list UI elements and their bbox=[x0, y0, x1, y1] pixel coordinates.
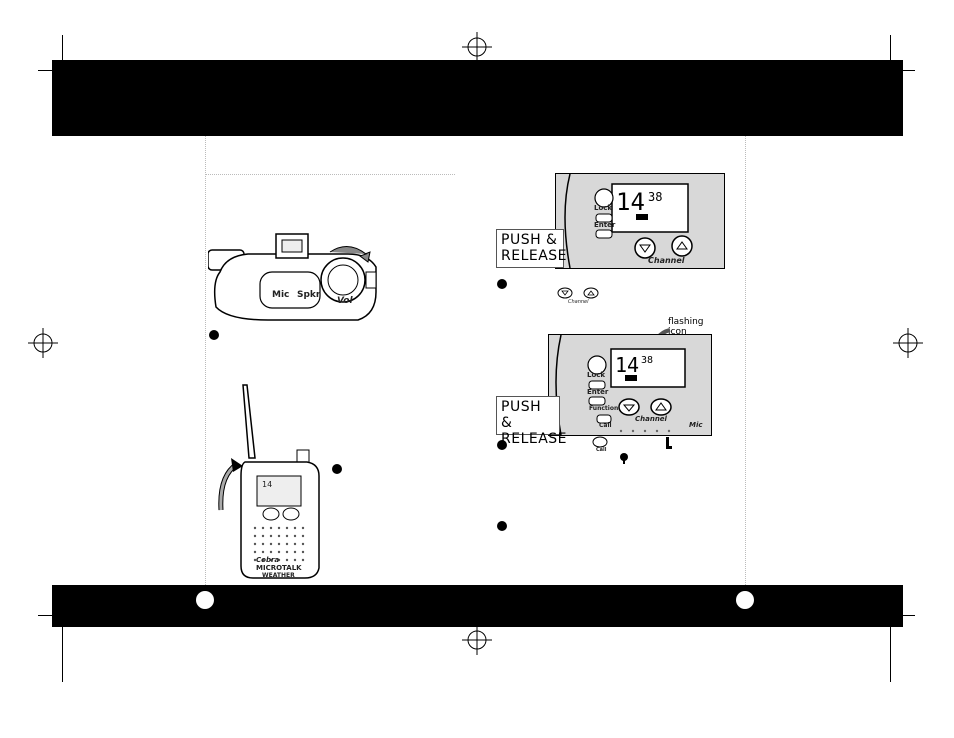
lcd-minute-digits: 38 bbox=[648, 190, 663, 204]
crop-mark bbox=[38, 615, 62, 616]
brand-cobra: Cobra bbox=[256, 556, 280, 564]
page-number-left bbox=[196, 591, 214, 609]
column-guide bbox=[205, 136, 206, 585]
flashing-icon-line-1: flashing bbox=[668, 317, 704, 327]
crop-mark bbox=[890, 35, 891, 73]
radio-lcd-panel-2: 14 38 Lock Enter Function Call Channel M… bbox=[548, 334, 712, 436]
channel-up-button-icon bbox=[583, 287, 599, 299]
channel-small-label: Channel bbox=[568, 299, 589, 305]
crop-mark bbox=[62, 622, 63, 682]
radio-top-view-illustration bbox=[208, 233, 377, 321]
registration-mark-icon bbox=[462, 32, 492, 62]
channel-down-button-icon bbox=[557, 287, 573, 299]
step-bullet bbox=[497, 440, 507, 450]
push-release-callout-2: PUSH & RELEASE bbox=[496, 396, 567, 447]
radio-front-view-illustration bbox=[218, 384, 320, 579]
channel-label: Channel bbox=[648, 256, 685, 265]
mic-label: Mic bbox=[272, 290, 290, 300]
callout-line-2: RELEASE bbox=[501, 431, 568, 447]
call-button-icon bbox=[592, 436, 608, 448]
registration-mark-icon bbox=[28, 328, 58, 358]
radio-closeup-illustration bbox=[564, 174, 693, 268]
page-number-right bbox=[736, 591, 754, 609]
step-bullet bbox=[209, 330, 219, 340]
enter-label: Enter bbox=[587, 388, 609, 396]
push-release-callout-1: PUSH & RELEASE bbox=[496, 229, 568, 268]
lock-label: Lock bbox=[594, 204, 613, 212]
callout-line-1: PUSH & bbox=[501, 232, 558, 248]
crop-mark bbox=[62, 35, 63, 73]
callout-line-2: RELEASE bbox=[501, 248, 568, 264]
radio-lcd-panel-1: 14 38 Lock Enter Channel bbox=[555, 173, 725, 269]
flashing-icon-line-2: icon bbox=[668, 327, 687, 337]
vol-label: Vol bbox=[337, 296, 353, 306]
enter-label: Enter bbox=[594, 221, 616, 229]
lcd-minute-digits: 38 bbox=[641, 355, 654, 366]
section-rule bbox=[205, 174, 455, 175]
lcd-time-digits: 14 bbox=[616, 188, 645, 216]
registration-mark-icon bbox=[893, 328, 923, 358]
lcd-time-digits: 14 bbox=[615, 353, 640, 377]
step-bullet bbox=[497, 521, 507, 531]
lock-label: Lock bbox=[587, 371, 606, 379]
call-small-label: Call bbox=[596, 447, 607, 453]
call-alert-icon bbox=[620, 453, 628, 464]
step-bullet bbox=[497, 279, 507, 289]
flashing-icon-callout: flashing icon bbox=[668, 317, 704, 337]
step-bullet bbox=[332, 464, 342, 474]
call-label: Call bbox=[599, 422, 612, 429]
crop-mark bbox=[38, 70, 62, 71]
brand-weather: WEATHER bbox=[262, 572, 295, 579]
header-band bbox=[52, 60, 903, 136]
callout-line-1: PUSH & bbox=[501, 399, 542, 431]
lcd-time-small: 14 bbox=[262, 480, 273, 489]
mic-label: Mic bbox=[689, 421, 703, 429]
channel-label: Channel bbox=[635, 415, 667, 423]
crop-mark bbox=[890, 622, 891, 682]
footer-band bbox=[52, 585, 903, 627]
crop-mark bbox=[891, 70, 915, 71]
brand-microtalk: MICROTALK bbox=[256, 564, 302, 572]
phone-icon bbox=[666, 437, 672, 449]
radio-closeup-illustration bbox=[555, 335, 686, 435]
function-label: Function bbox=[589, 405, 619, 412]
spkr-label: Spkr bbox=[297, 290, 321, 300]
column-guide bbox=[745, 136, 746, 585]
registration-mark-icon bbox=[462, 625, 492, 655]
crop-mark bbox=[891, 615, 915, 616]
